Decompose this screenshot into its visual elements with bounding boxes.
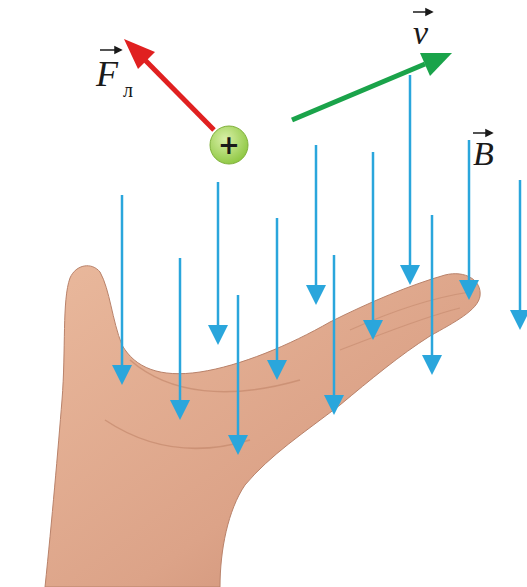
palm-crease (105, 360, 300, 448)
finger-lines (340, 292, 470, 350)
force-subscript: л (123, 80, 133, 100)
hand (45, 266, 480, 587)
field-symbol: B (473, 137, 494, 171)
force-symbol: F (96, 56, 118, 92)
vector-accents (100, 9, 492, 136)
charge-node: + (210, 126, 248, 164)
force-arrow (145, 60, 214, 130)
field-lines (122, 75, 520, 450)
velocity-arrowhead (420, 53, 452, 76)
charge-ball (210, 126, 248, 164)
force-arrowhead (124, 39, 155, 69)
velocity-arrow (292, 64, 425, 120)
charge-sign: + (218, 132, 240, 158)
velocity-symbol: v (413, 16, 428, 50)
